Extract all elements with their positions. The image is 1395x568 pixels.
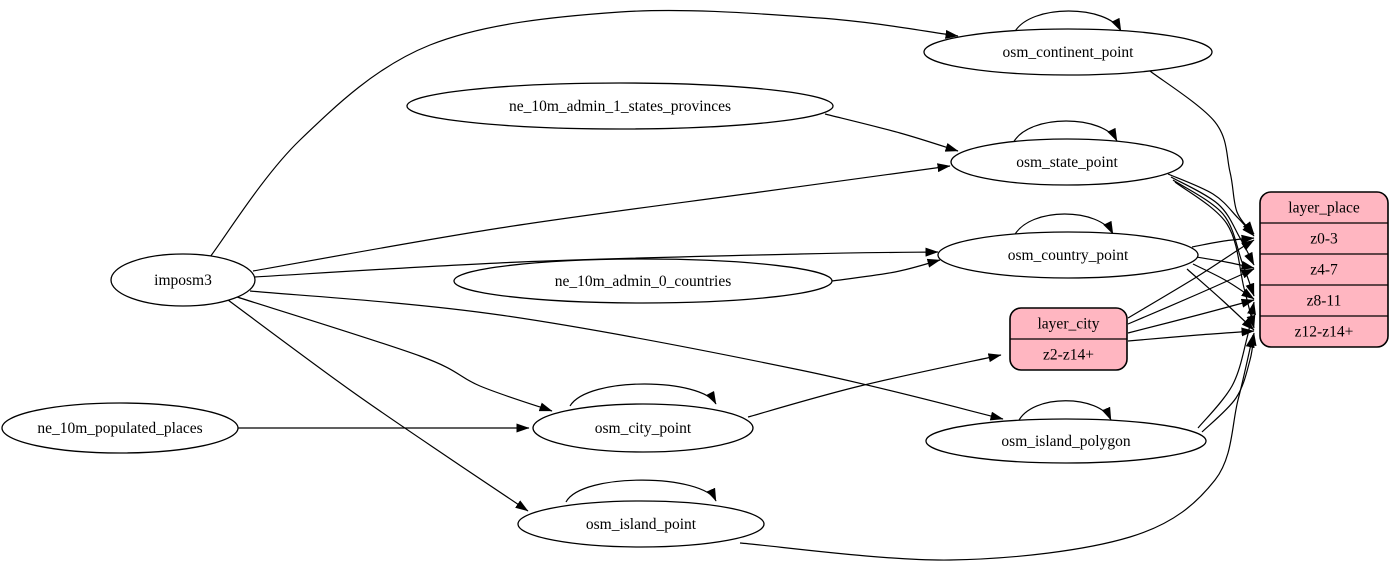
edge-osm_island_point-osm_island_point (565, 479, 717, 503)
osm_island_point-label: osm_island_point (586, 516, 697, 533)
edge-osm_continent_point-layer_place-z0-3 (1149, 70, 1255, 235)
layer_city-row-1: z2-z14+ (1043, 347, 1094, 364)
layer_place-row-4: z12-z14+ (1295, 324, 1354, 341)
edge-osm_island_polygon-osm_island_polygon (1017, 400, 1112, 423)
edge-imposm3-osm_island_polygon (249, 290, 1004, 421)
node-osm_city_point: osm_city_point (532, 403, 754, 453)
osm_island_polygon-shape (925, 418, 1207, 464)
layer_city-row-0: layer_city (1038, 316, 1100, 333)
ne_10m_admin_1_states_provinces-shape (406, 82, 834, 130)
edge-osm_state_point-layer_place-z4-7 (1170, 176, 1255, 266)
ne_10m_admin_1_states_provinces-label: ne_10m_admin_1_states_provinces (509, 98, 731, 115)
layer_place-row-2: z4-7 (1310, 262, 1338, 279)
node-osm_island_point: osm_island_point (517, 500, 765, 548)
edge-imposm3-osm_continent_point (209, 9, 959, 258)
imposm3-shape (110, 253, 256, 307)
osm_continent_point-label: osm_continent_point (1003, 44, 1135, 61)
node-osm_state_point: osm_state_point (950, 138, 1184, 186)
edge-layer_city-layer_place-z0-3 (1127, 239, 1255, 319)
osm_island_point-shape (517, 500, 765, 548)
node-layer_city: layer_city z2-z14+ (1009, 307, 1128, 371)
edge-osm_country_point-layer_place-z0-3 (1191, 234, 1255, 248)
edge-osm_state_point-layer_place-z8-11 (1172, 179, 1255, 297)
edge-osm_country_point-layer_place-z4-7 (1195, 256, 1255, 270)
layer_place-row-1: z0-3 (1310, 231, 1338, 248)
edge-osm_country_point-osm_country_point (1013, 213, 1114, 237)
osm_city_point-label: osm_city_point (595, 420, 692, 437)
osm_state_point-shape (950, 138, 1184, 186)
edge-osm_continent_point-osm_continent_point (1013, 10, 1122, 34)
edge-imposm3-osm_island_point (227, 299, 529, 512)
edge-osm_island_polygon-layer_place-z12-z14+ (1201, 332, 1257, 433)
edge-imposm3-osm_country_point (253, 247, 939, 278)
node-layer_place: layer_place z0-3 z4-7 z8-11 z12-z14+ (1259, 191, 1389, 348)
node-osm_continent_point: osm_continent_point (923, 28, 1213, 76)
edge-osm_city_point-layer_city-z2-z14+ (747, 353, 1002, 418)
edge-layer_city-layer_place-z4-7 (1127, 268, 1255, 325)
osm_continent_point-shape (923, 28, 1213, 76)
nodes-layer: imposm3 ne_10m_admin_1_states_provincesne… (1, 28, 1389, 548)
osm_country_point-label: osm_country_point (1008, 247, 1129, 264)
layer_place-shape (1259, 191, 1389, 348)
layer_place-row-0: layer_place (1288, 200, 1360, 217)
edge-layer_city-layer_place-z12-z14+ (1127, 327, 1255, 342)
edge-osm_state_point-osm_state_point (1012, 120, 1118, 144)
node-ne_10m_admin_1_states_provinces: ne_10m_admin_1_states_provinces (406, 82, 834, 130)
layer_place-row-3: z8-11 (1307, 293, 1342, 310)
edge-osm_country_point-layer_place-z12-z14+ (1186, 268, 1255, 331)
osm_country_point-shape (937, 231, 1199, 279)
node-osm_country_point: osm_country_point (937, 231, 1199, 279)
ne_10m_admin_0_countries-label: ne_10m_admin_0_countries (555, 273, 732, 290)
edge-ne_10m_admin_0_countries-osm_country_point (831, 258, 941, 282)
edge-layer_city-layer_place-z8-11 (1127, 298, 1255, 334)
ne_10m_populated_places-label: ne_10m_populated_places (37, 420, 202, 437)
node-osm_island_polygon: osm_island_polygon (925, 418, 1207, 464)
node-imposm3: imposm3 (110, 253, 256, 307)
osm_state_point-label: osm_state_point (1016, 154, 1118, 171)
osm_city_point-shape (532, 403, 754, 453)
edge-imposm3-osm_city_point (236, 296, 553, 412)
node-ne_10m_admin_0_countries: ne_10m_admin_0_countries (453, 258, 833, 304)
edge-osm_city_point-osm_city_point (569, 383, 717, 407)
ne_10m_admin_0_countries-shape (453, 258, 833, 304)
osm_island_polygon-label: osm_island_polygon (1001, 433, 1130, 450)
node-ne_10m_populated_places: ne_10m_populated_places (1, 402, 239, 454)
edges-layer (209, 9, 1257, 561)
edge-osm_island_polygon-layer_place-z8-11 (1197, 301, 1256, 429)
imposm3-label: imposm3 (154, 272, 212, 289)
edge-ne_10m_admin_1_states_provinces-osm_state_point (824, 113, 959, 152)
edge-osm_island_point-layer_place-z12-z14+ (739, 334, 1255, 561)
edge-osm_country_point-layer_place-z8-11 (1192, 263, 1255, 300)
ne_10m_populated_places-shape (1, 402, 239, 454)
edge-imposm3-osm_state_point (252, 163, 951, 272)
edge-osm_state_point-layer_place-z0-3 (1167, 173, 1255, 237)
